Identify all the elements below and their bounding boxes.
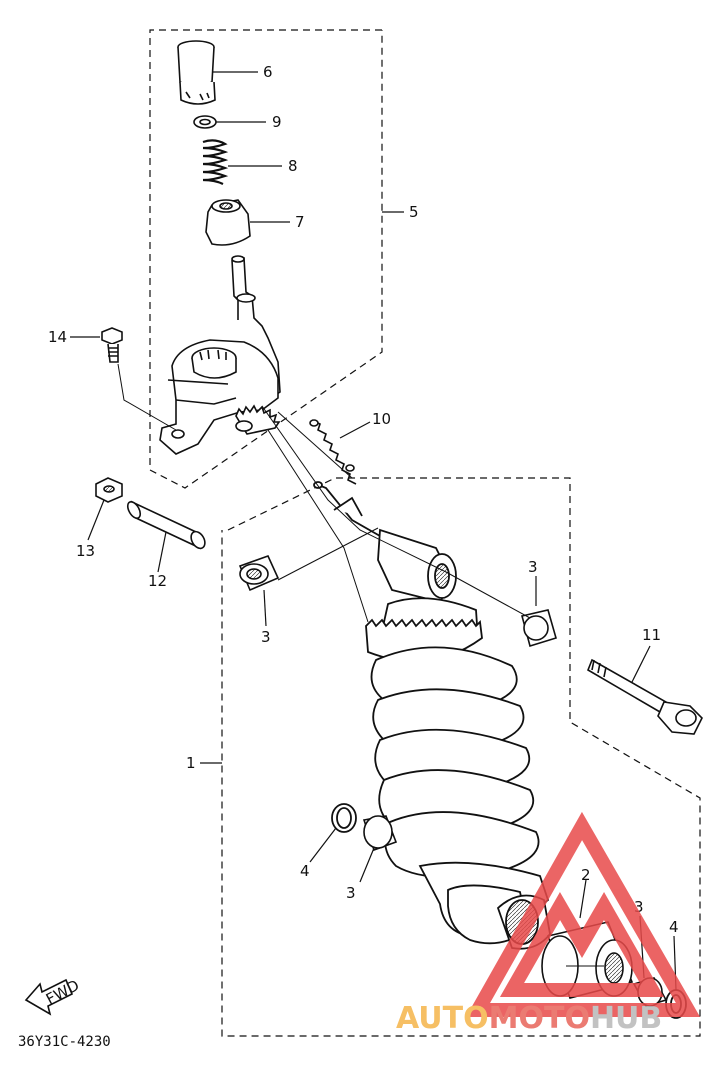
part-3-bushing-upper-left xyxy=(238,554,280,592)
callout-numbers: 1 2 3 3 3 3 3 4 4 5 6 7 8 9 10 11 12 13 … xyxy=(48,63,679,936)
part-3-bushing-upper-right xyxy=(521,609,557,648)
part-7-holder xyxy=(205,199,251,246)
callout-3-upper-right: 3 xyxy=(528,558,538,576)
part-12-pin xyxy=(126,500,206,550)
callout-6: 6 xyxy=(263,63,273,81)
callout-4-middle: 4 xyxy=(300,862,310,880)
part-10-cable xyxy=(309,419,357,485)
callout-3-middle: 3 xyxy=(346,884,356,902)
watermark-logo: AUTOMOTOHUB xyxy=(396,811,701,1036)
adjuster-group-box xyxy=(149,29,383,489)
shock-group-box xyxy=(221,477,701,1037)
part-9-washer xyxy=(193,115,217,129)
part-1-shock-absorber xyxy=(313,481,551,950)
callout-2: 2 xyxy=(581,866,591,884)
part-11-bolt xyxy=(587,658,703,735)
watermark-hub: HUB xyxy=(590,1001,662,1036)
watermark-auto: AUTO xyxy=(396,1001,489,1036)
part-6-cap xyxy=(177,40,216,105)
part-2-collar xyxy=(541,921,634,999)
callout-5: 5 xyxy=(409,203,419,221)
callout-13: 13 xyxy=(76,542,95,560)
part-3-bushing-middle xyxy=(362,815,398,852)
callout-14: 14 xyxy=(48,328,67,346)
callout-8: 8 xyxy=(288,157,298,175)
callout-3-upper-left: 3 xyxy=(261,628,271,646)
svg-text:AUTOMOTOHUB: AUTOMOTOHUB xyxy=(396,1001,662,1036)
callout-4-lower: 4 xyxy=(669,918,679,936)
callout-3-lower: 3 xyxy=(634,898,644,916)
callout-7: 7 xyxy=(295,213,305,231)
callout-11: 11 xyxy=(642,626,661,644)
callout-12: 12 xyxy=(148,572,167,590)
drawing-code: 36Y31C-4230 xyxy=(18,1034,111,1050)
part-4-seal-middle xyxy=(331,803,357,833)
part-5-adjuster-assembly xyxy=(159,255,281,455)
callout-9: 9 xyxy=(272,113,282,131)
forward-arrow: FWD xyxy=(24,976,82,1016)
callout-1: 1 xyxy=(186,754,196,772)
callout-10: 10 xyxy=(372,410,391,428)
assembly-lines xyxy=(117,363,604,967)
part-13-nut xyxy=(95,477,123,503)
part-8-spring xyxy=(202,139,229,185)
watermark-triangle-icon xyxy=(466,811,701,1017)
watermark-moto: MOTO xyxy=(489,1001,590,1036)
part-14-bolt xyxy=(101,327,123,363)
